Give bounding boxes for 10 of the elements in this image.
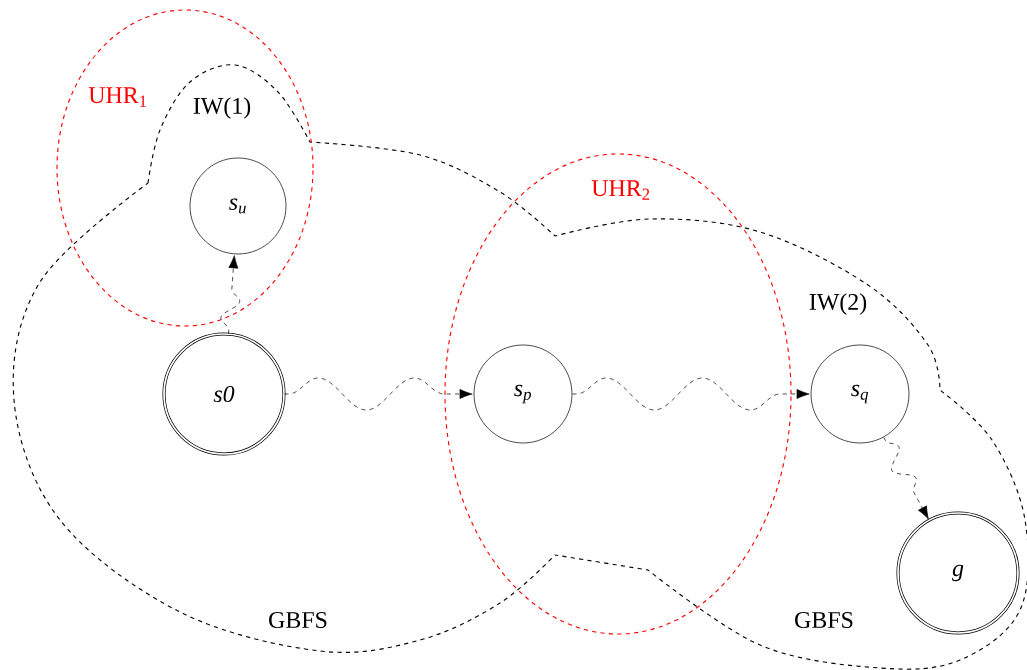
region-label: GBFS: [795, 611, 853, 629]
wavy-arrow: [220, 255, 241, 335]
region-label: UHR$_{1}$: [88, 87, 147, 107]
wavy-arrow: [284, 377, 473, 411]
wavy-arrow: [883, 436, 929, 520]
region-label: GBFS: [269, 611, 327, 629]
wavy-arrow: [572, 377, 810, 411]
region-label: IW(2): [809, 293, 867, 315]
region-label: IW(1): [193, 97, 251, 119]
region-label: UHR$_{2}$: [591, 180, 650, 200]
